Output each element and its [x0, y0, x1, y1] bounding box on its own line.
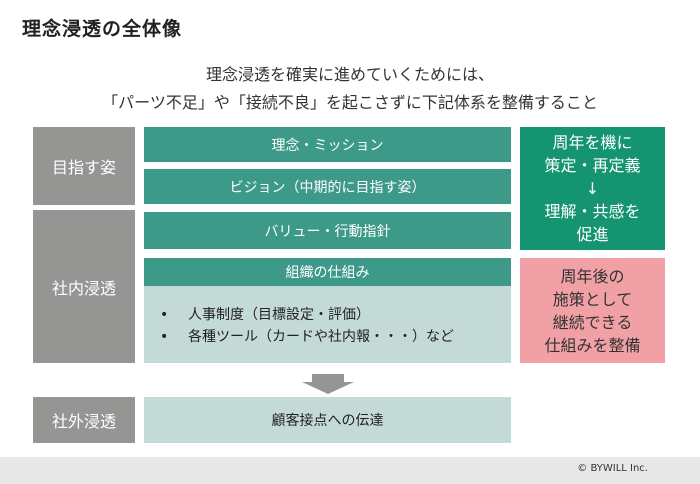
category-external: 社外浸透 [33, 397, 135, 443]
subtitle-line-1: 理念浸透を確実に進めていくためには、 [205, 65, 494, 84]
mechanism-bullet-list: 人事制度（目標設定・評価） 各種ツール（カードや社内報・・・）など [160, 304, 454, 348]
copyright: © BYWILL Inc. [577, 463, 648, 474]
page-title: 理念浸透の全体像 [22, 18, 183, 40]
footer-bar [0, 457, 700, 484]
item-external-communication: 顧客接点への伝達 [144, 397, 511, 443]
category-internal: 社内浸透 [33, 210, 135, 363]
subtitle-line-2: 「パーツ不足」や「接続不良」を起こさずに下記体系を整備すること [102, 93, 598, 112]
mechanism-bullet-item: 人事制度（目標設定・評価） [160, 304, 454, 326]
item-values: バリュー・行動指針 [144, 212, 511, 249]
mechanism-bullet-item: 各種ツール（カードや社内報・・・）など [160, 326, 454, 348]
category-aim: 目指す姿 [33, 127, 135, 205]
down-arrow-icon [302, 374, 354, 394]
item-philosophy-mission: 理念・ミッション [144, 127, 511, 162]
item-mechanism-header: 組織の仕組み [144, 258, 511, 286]
anniversary-box: 周年を機に 策定・再定義 ↓ 理解・共感を 促進 [520, 127, 665, 250]
item-vision: ビジョン（中期的に目指す姿） [144, 169, 511, 204]
after-anniversary-box: 周年後の 施策として 継続できる 仕組みを整備 [520, 258, 665, 363]
